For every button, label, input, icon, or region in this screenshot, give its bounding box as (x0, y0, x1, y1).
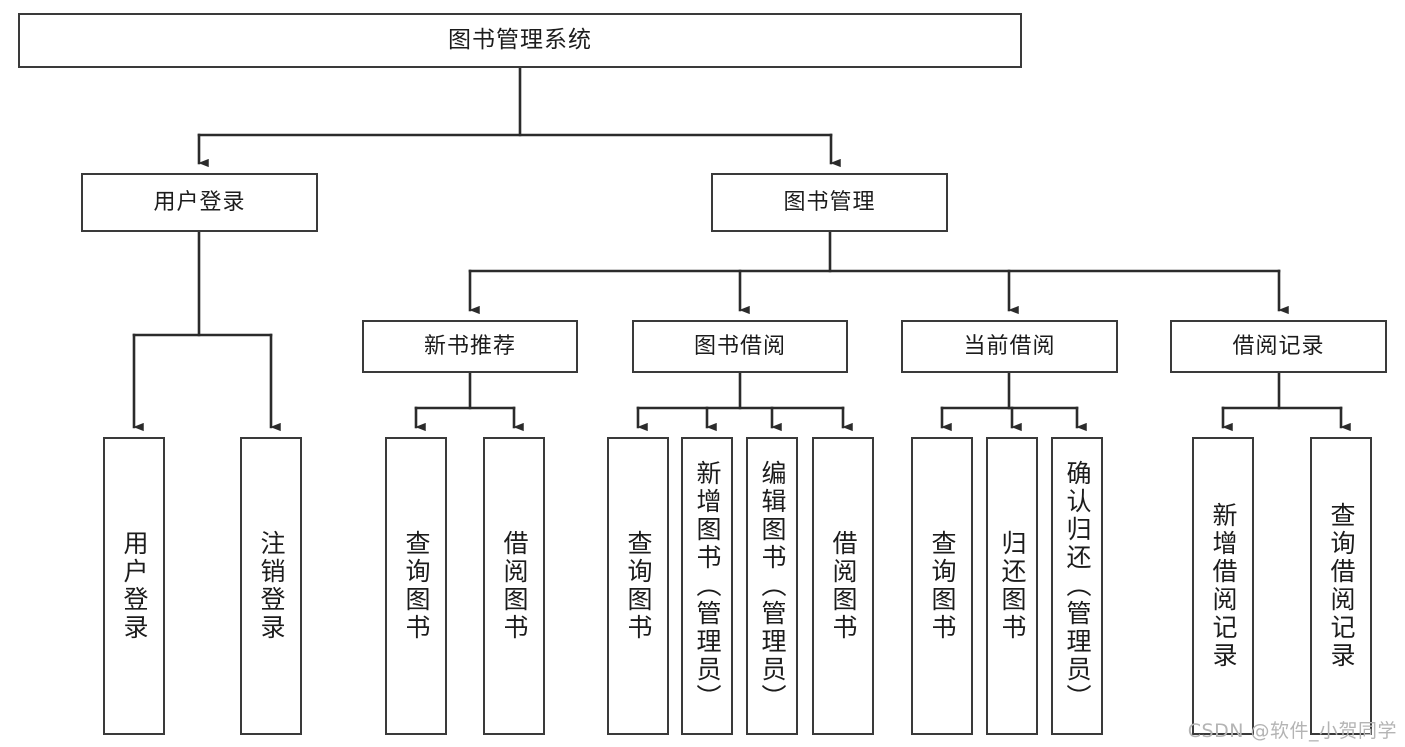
node-leaf-edit-book-admin[interactable]: 编辑图书（管理员） (746, 437, 798, 735)
node-label: 借阅图书 (829, 530, 858, 642)
node-label: 查询图书 (624, 530, 653, 642)
node-leaf-query-book-borrow[interactable]: 查询图书 (607, 437, 669, 735)
node-leaf-logout[interactable]: 注销登录 (240, 437, 302, 735)
node-label: 新增借阅记录 (1209, 502, 1238, 670)
node-label: 查询借阅记录 (1327, 502, 1356, 670)
node-label: 新增图书（管理员） (693, 460, 722, 712)
node-new-book-recommend[interactable]: 新书推荐 (362, 320, 578, 373)
node-label: 新书推荐 (423, 333, 516, 359)
node-label: 图书管理系统 (448, 26, 592, 53)
node-book-borrow[interactable]: 图书借阅 (632, 320, 848, 373)
node-label: 查询图书 (402, 530, 431, 642)
node-label: 归还图书 (998, 530, 1027, 642)
node-leaf-user-login[interactable]: 用户登录 (103, 437, 165, 735)
node-label: 注销登录 (257, 530, 286, 642)
node-leaf-borrow-book-recommend[interactable]: 借阅图书 (483, 437, 545, 735)
node-borrow-record[interactable]: 借阅记录 (1170, 320, 1387, 373)
node-label: 图书借阅 (693, 333, 786, 359)
node-label: 用户登录 (120, 530, 149, 642)
node-leaf-borrow-book[interactable]: 借阅图书 (812, 437, 874, 735)
node-label: 借阅记录 (1232, 333, 1325, 359)
node-root-system[interactable]: 图书管理系统 (18, 13, 1022, 68)
node-label: 借阅图书 (500, 530, 529, 642)
node-label: 查询图书 (928, 530, 957, 642)
node-user-login[interactable]: 用户登录 (81, 173, 318, 232)
node-leaf-confirm-return-admin[interactable]: 确认归还（管理员） (1051, 437, 1103, 735)
node-label: 编辑图书（管理员） (758, 460, 787, 712)
node-label: 确认归还（管理员） (1063, 460, 1092, 712)
node-leaf-add-book-admin[interactable]: 新增图书（管理员） (681, 437, 733, 735)
node-leaf-query-book-recommend[interactable]: 查询图书 (385, 437, 447, 735)
node-label: 用户登录 (153, 189, 246, 215)
node-leaf-query-borrow-record[interactable]: 查询借阅记录 (1310, 437, 1372, 735)
node-label: 当前借阅 (963, 333, 1056, 359)
node-current-borrow[interactable]: 当前借阅 (901, 320, 1118, 373)
watermark-text: CSDN @软件_小贺同学 (1187, 720, 1397, 742)
node-leaf-query-book-current[interactable]: 查询图书 (911, 437, 973, 735)
node-leaf-add-borrow-record[interactable]: 新增借阅记录 (1192, 437, 1254, 735)
node-book-manage[interactable]: 图书管理 (711, 173, 948, 232)
node-leaf-return-book[interactable]: 归还图书 (986, 437, 1038, 735)
node-label: 图书管理 (783, 189, 876, 215)
